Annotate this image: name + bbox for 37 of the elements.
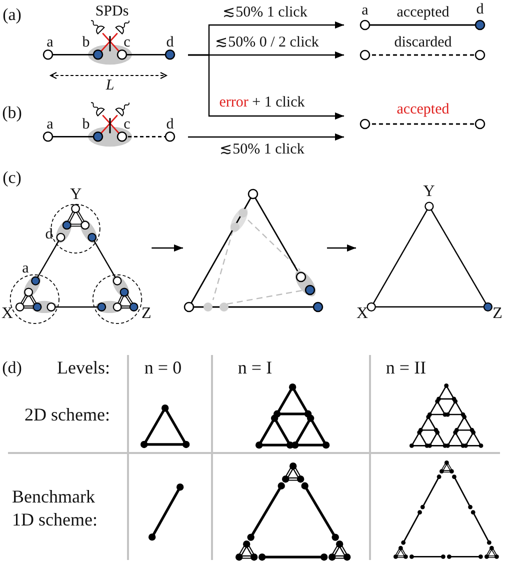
qubit-label: b (82, 34, 90, 52)
panel-label: (b) (2, 103, 22, 123)
table-header: Levels: (57, 358, 110, 378)
vertex-label: Y (423, 182, 435, 202)
qubit-label: a (46, 116, 54, 134)
outcome-label: accepted (396, 101, 450, 119)
vertex-label: X (356, 304, 368, 324)
qubit-label: d (45, 226, 53, 244)
vertex-label: Z (142, 304, 152, 324)
panel-label: (c) (2, 168, 22, 188)
qubit-label: a (362, 2, 368, 20)
panel-label: (a) (2, 5, 22, 25)
vertex-label: Z (492, 304, 502, 324)
qubit-label: b (82, 116, 90, 134)
column-header: n = II (386, 358, 426, 378)
arrow (188, 133, 344, 141)
qubit-label: d (166, 34, 174, 52)
qubit-label: d (476, 1, 484, 19)
qubit-label: c (124, 34, 130, 52)
qubit-label: a (46, 34, 54, 52)
arrow (152, 244, 183, 252)
detector-label: SPDs (95, 3, 129, 21)
length-label: L (106, 77, 114, 95)
qubit-label: c (124, 116, 130, 134)
outcome-label: accepted (396, 4, 450, 22)
column-header: n = I (238, 358, 272, 378)
panel-label: (d) (2, 358, 22, 378)
arrow (327, 244, 356, 252)
vertex-label: X (1, 304, 13, 324)
vertex-label: Y (70, 186, 82, 204)
arrow (188, 54, 344, 120)
qubit-label: a (22, 260, 29, 278)
row-header: Benchmark 1D scheme: (12, 486, 98, 530)
qubit-label: d (166, 116, 174, 134)
row-header: 2D scheme: (24, 404, 110, 426)
outcome-label: discarded (394, 34, 452, 52)
column-header: n = 0 (144, 358, 182, 378)
